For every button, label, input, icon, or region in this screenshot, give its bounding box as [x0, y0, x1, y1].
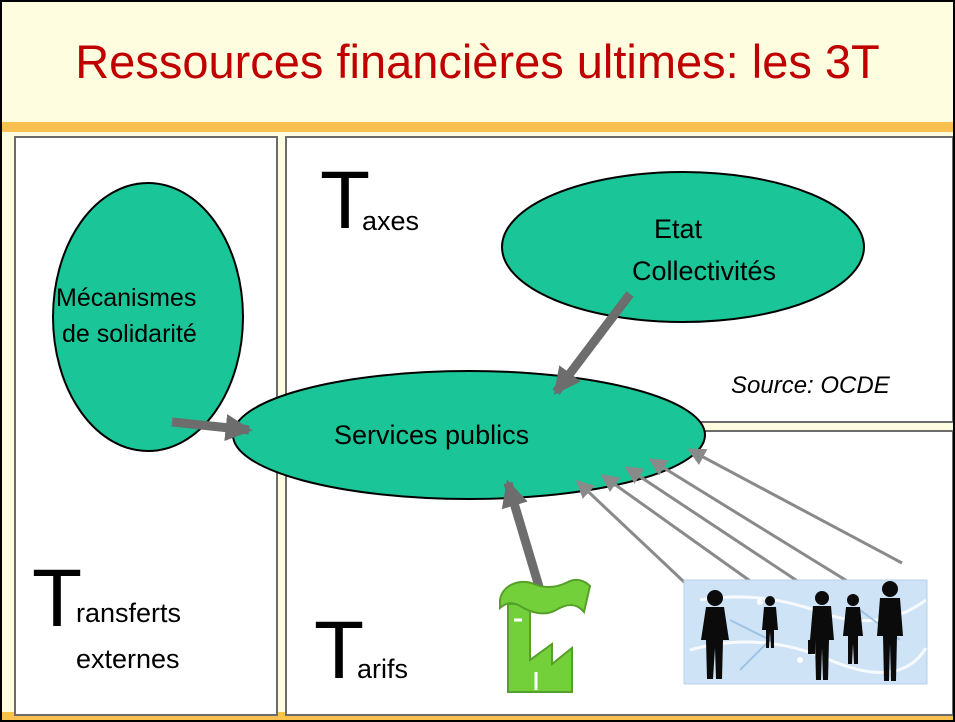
transferts-label-line2: externes: [76, 644, 180, 674]
etat-ellipse: [501, 171, 865, 323]
arrow-person-4: [648, 458, 853, 586]
transferts-initial: T: [32, 553, 83, 644]
arrow-person-2: [600, 474, 761, 590]
arrow-factory-to-services: [501, 479, 545, 592]
arrow-person-5: [687, 448, 903, 565]
source-note: Source: OCDE: [731, 372, 890, 399]
transferts-label: ransferts: [76, 598, 182, 628]
tarifs-initial: T: [314, 605, 365, 696]
arrow-person-1: [575, 479, 702, 599]
factory-icon: [499, 578, 592, 693]
arrow-etat-to-services: [552, 291, 634, 395]
business-people-icon: [683, 579, 928, 685]
taxes-initial: T: [320, 155, 371, 246]
solidarite-ellipse: [52, 182, 244, 452]
accent-bar: [2, 122, 953, 132]
slide-title: Ressources financières ultimes: les 3T: [75, 35, 880, 88]
solidarite-label-line2: de solidarité: [62, 320, 197, 348]
etat-label-line2: Collectivités: [632, 256, 777, 286]
services-label: Services publics: [334, 420, 530, 450]
arrow-solidarite-to-services: [171, 414, 253, 442]
etat-label-line1: Etat: [654, 214, 703, 244]
arrow-person-3: [624, 466, 809, 590]
taxes-label: axes: [362, 206, 420, 236]
accent-bar-bottom: [2, 712, 953, 720]
tarifs-label: arifs: [357, 654, 409, 684]
solidarite-label-line1: Mécanismes: [56, 284, 197, 312]
